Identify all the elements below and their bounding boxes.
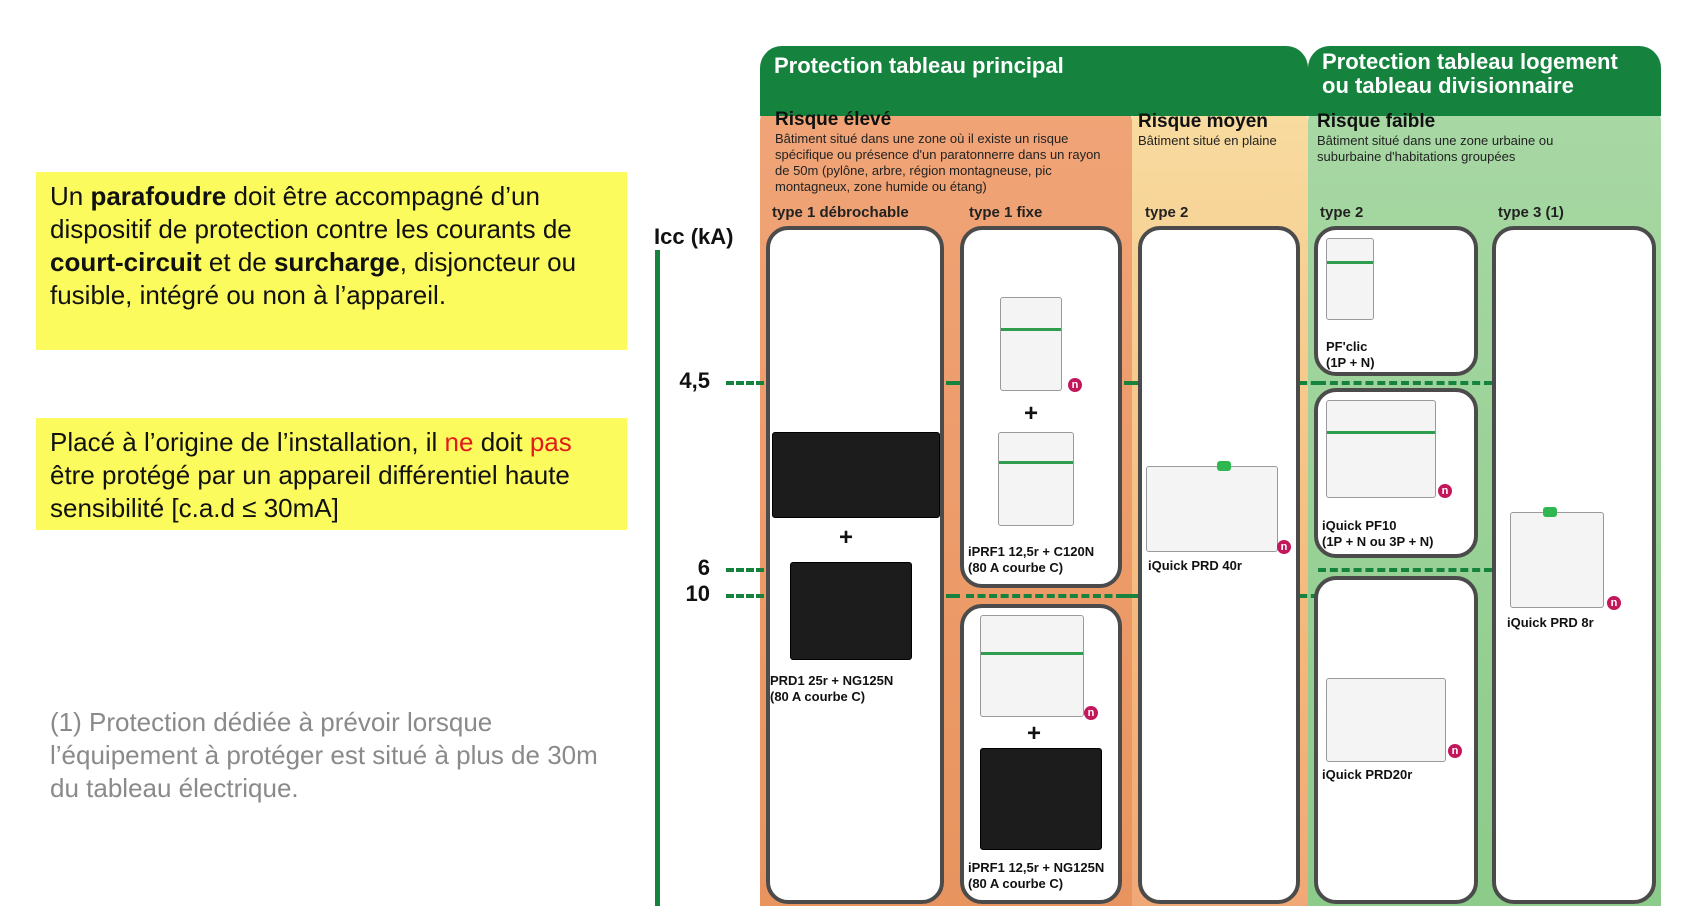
- header-protection-logement: Protection tableau logement ou tableau d…: [1308, 46, 1661, 116]
- footnote: (1) Protection dédiée à prévoir lorsque …: [50, 707, 598, 803]
- n-icon: n: [1438, 484, 1452, 498]
- tick-10: 10: [685, 581, 710, 606]
- label-prd1-line2: (80 A courbe C): [770, 689, 866, 704]
- dash-10-b: [966, 594, 1124, 598]
- risk-high-title: Risque élevé: [775, 109, 892, 130]
- note-parafoudre: Un parafoudre doit être accompagné d’un …: [36, 172, 627, 350]
- dash-10-c: [1124, 594, 1138, 598]
- tick-6: 6: [697, 555, 710, 580]
- header-protection-principal: Protection tableau principal: [760, 46, 1308, 116]
- dash-10-d: [1300, 594, 1318, 598]
- plus-sign: +: [1027, 720, 1042, 747]
- iprf1-device-image: [1000, 297, 1062, 391]
- ng125n-device-image: [980, 748, 1102, 850]
- note2-red-pas: pas: [529, 427, 572, 457]
- plus-sign: +: [1024, 400, 1039, 427]
- note1-text-4: , disjoncteur ou fusible, intégré ou non…: [50, 247, 577, 310]
- iquick-pf10-device-image: [1326, 400, 1436, 498]
- prd1-device-image: [772, 432, 940, 518]
- note1-bold-parafoudre: parafoudre: [90, 181, 227, 211]
- dash-4-5-b: [1124, 381, 1138, 385]
- dash-6-axis: [726, 568, 764, 572]
- n-icon: n: [1277, 540, 1291, 554]
- iprf1-device-image: [980, 615, 1084, 717]
- note2-text-2: doit: [473, 427, 530, 457]
- note-placement: Placé à l’origine de l’installation, il …: [36, 418, 627, 530]
- n-icon: n: [1448, 744, 1462, 758]
- label-iquick-prd8: iQuick PRD 8r: [1507, 615, 1594, 630]
- note2-red-ne: ne: [444, 427, 474, 457]
- type-1-fixe-label: type 1 fixe: [969, 204, 1043, 221]
- dash-4-5-d: [1318, 381, 1492, 385]
- label-prd1-ng125n: PRD1 25r + NG125N (80 A courbe C): [770, 673, 893, 705]
- label-iprf1-c120n-line1: iPRF1 12,5r + C120N: [968, 544, 1095, 559]
- label-iquick-prd40: iQuick PRD 40r: [1148, 558, 1242, 573]
- risk-low-title: Risque faible: [1317, 111, 1436, 132]
- label-iquick-pf10: iQuick PF10 (1P + N ou 3P + N): [1322, 518, 1434, 550]
- plus-sign: +: [839, 524, 854, 551]
- label-iquick-pf10-line1: iQuick PF10: [1322, 518, 1397, 533]
- label-iprf1-ng125n: iPRF1 12,5r + NG125N (80 A courbe C): [968, 860, 1104, 892]
- dash-4-5-axis: [726, 381, 764, 385]
- label-pfclic-line1: PF'clic: [1326, 339, 1368, 354]
- note1-text-1: Un: [50, 181, 91, 211]
- ng125n-device-image: [790, 562, 912, 660]
- axis-title-icc: Icc (kA): [654, 224, 734, 249]
- tick-4-5: 4,5: [679, 368, 710, 393]
- label-pfclic-line2: (1P + N): [1326, 355, 1375, 370]
- risk-medium-desc: Bâtiment situé en plaine: [1138, 133, 1277, 148]
- note1-text-3: et de: [201, 247, 274, 277]
- label-iquick-prd20: iQuick PRD20r: [1322, 767, 1413, 782]
- pfclic-device-image: [1326, 238, 1374, 320]
- label-pfclic: PF'clic (1P + N): [1326, 339, 1375, 371]
- note2-text-3: être protégé par un appareil différentie…: [50, 460, 570, 523]
- c120n-device-image: [998, 432, 1074, 526]
- iquick-prd8-device-image: [1510, 507, 1604, 608]
- label-iquick-pf10-line2: (1P + N ou 3P + N): [1322, 534, 1434, 549]
- risk-low-desc: Bâtiment situé dans une zone urbaine ou …: [1317, 133, 1554, 164]
- note1-bold-court-circuit: court-circuit: [50, 247, 202, 277]
- box-type1-fixe-upper[interactable]: [960, 226, 1122, 588]
- n-icon: n: [1084, 706, 1098, 720]
- dash-4-5-c: [1300, 381, 1318, 385]
- dash-4-5-a: [946, 381, 960, 385]
- box-type2-medium[interactable]: [1138, 226, 1300, 904]
- risk-high-desc: Bâtiment situé dans une zone où il exist…: [775, 131, 1101, 194]
- dash-6-low: [1318, 568, 1492, 572]
- risk-medium-title: Risque moyen: [1138, 111, 1268, 132]
- label-iprf1-ng125n-line1: iPRF1 12,5r + NG125N: [968, 860, 1105, 875]
- type-2-medium-label: type 2: [1145, 204, 1189, 221]
- note2-text-1: Placé à l’origine de l’installation, il: [50, 427, 445, 457]
- iquick-prd20-device-image: [1326, 678, 1446, 762]
- note1-bold-surcharge: surcharge: [273, 247, 400, 277]
- note1-text-2: doit être accompagné d’un dispositif de …: [50, 181, 572, 244]
- dash-10-axis: [726, 594, 764, 598]
- label-iprf1-c120n-line2: (80 A courbe C): [968, 560, 1064, 575]
- dash-10-a: [946, 594, 960, 598]
- label-iprf1-c120n: iPRF1 12,5r + C120N (80 A courbe C): [968, 544, 1094, 576]
- n-icon: n: [1607, 596, 1621, 610]
- axis-line: [655, 250, 660, 906]
- label-prd1-line1: PRD1 25r + NG125N: [770, 673, 894, 688]
- type-3-label: type 3 (1): [1498, 204, 1564, 221]
- label-iprf1-ng125n-line2: (80 A courbe C): [968, 876, 1064, 891]
- type-1-debrochable-label: type 1 débrochable: [772, 204, 909, 221]
- n-icon: n: [1068, 378, 1082, 392]
- type-2-low-label: type 2: [1320, 204, 1364, 221]
- iquick-prd40-device-image: [1146, 461, 1278, 552]
